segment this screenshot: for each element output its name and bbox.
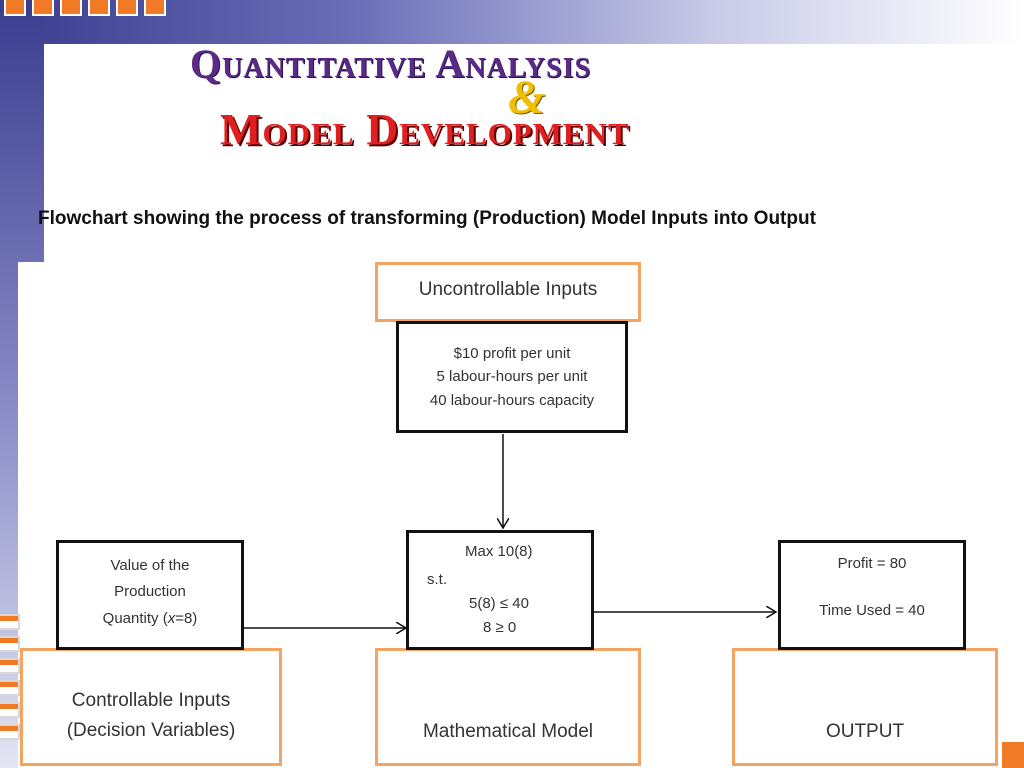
constraint-line: 5(8) ≤ 40 (469, 595, 529, 612)
profit-line: Profit = 80 (837, 555, 907, 572)
constraint-line: 8 ≥ 0 (483, 619, 517, 636)
mathematical-model-box: Mathematical Model (375, 648, 641, 766)
decor-square (4, 0, 26, 16)
value-line: 40 labour-hours capacity (429, 391, 595, 409)
title-ampersand: & (508, 71, 546, 124)
controllable-value-box: Value of the Production Quantity (x=8) (56, 540, 244, 650)
value-line: Production (114, 583, 186, 601)
side-decor-squares (0, 614, 20, 740)
objective-line: Max 10(8) (465, 543, 533, 560)
top-decor-squares (4, 0, 166, 16)
quantity-variable: x (167, 609, 176, 627)
decor-square (0, 614, 20, 630)
controllable-inputs-box: Controllable Inputs (Decision Variables) (20, 648, 282, 766)
decision-variables-label: (Decision Variables) (66, 720, 236, 741)
value-line: $10 profit per unit (453, 345, 571, 362)
subject-to-label: s.t. (427, 571, 448, 588)
uncontrollable-inputs-box: Uncontrollable Inputs (375, 262, 641, 322)
corner-decor-square (1002, 742, 1024, 768)
value-line: 5 labour-hours per unit (436, 368, 588, 386)
controllable-inputs-label: Controllable Inputs (71, 689, 231, 711)
uncontrollable-values-box: $10 profit per unit 5 labour-hours per u… (396, 321, 628, 433)
uncontrollable-inputs-label: Uncontrollable Inputs (418, 279, 598, 300)
decor-square (0, 636, 20, 652)
output-box: OUTPUT (732, 648, 998, 766)
slide-subtitle: Flowchart showing the process of transfo… (38, 208, 816, 229)
top-gradient-band (0, 0, 1024, 44)
title-panel (44, 44, 1024, 262)
decor-square (144, 0, 166, 16)
output-values-box: Profit = 80 Time Used = 40 (778, 540, 966, 650)
quantity-suffix: =8) (175, 609, 198, 627)
value-line: Value of the (110, 557, 190, 574)
decor-square (116, 0, 138, 16)
decor-square (0, 680, 20, 696)
title-line-2: Model Development (220, 105, 630, 154)
decor-square (0, 658, 20, 674)
decor-square (60, 0, 82, 16)
title-line-1: Quantitative Analysis (190, 41, 592, 86)
quantity-prefix: Quantity ( (102, 609, 168, 627)
decor-square (88, 0, 110, 16)
decor-square (0, 724, 20, 740)
time-used-line: Time Used = 40 (819, 601, 925, 619)
decor-square (0, 702, 20, 718)
output-label: OUTPUT (825, 720, 905, 742)
mathematical-model-label: Mathematical Model (422, 720, 594, 742)
value-line: Quantity (x=8) (59, 606, 241, 632)
model-formulation-box: Max 10(8) s.t. 5(8) ≤ 40 8 ≥ 0 (406, 530, 594, 650)
decor-square (32, 0, 54, 16)
